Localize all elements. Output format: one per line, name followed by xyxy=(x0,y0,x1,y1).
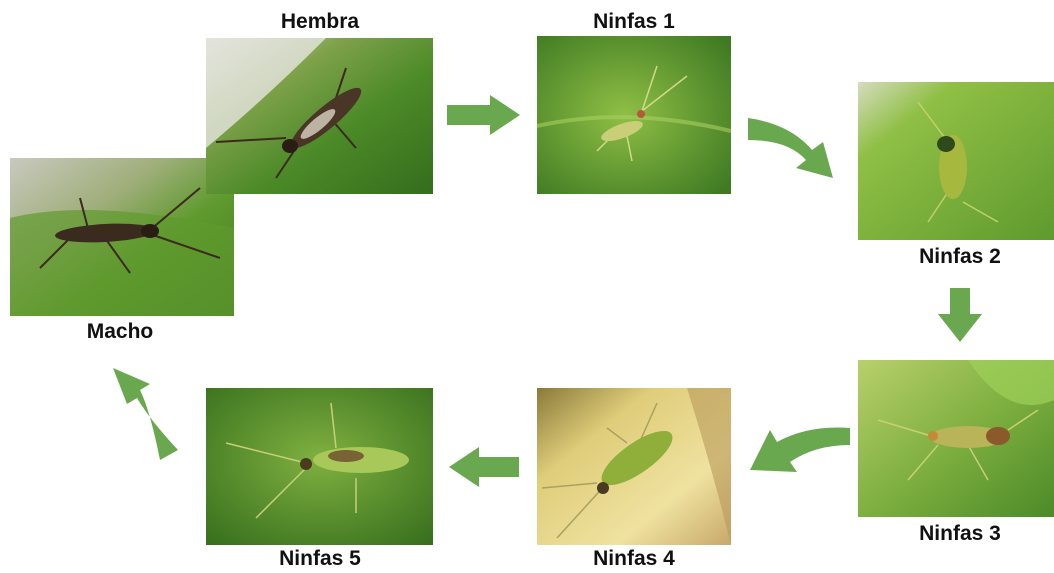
macho-label: Macho xyxy=(20,320,220,344)
arrow-ninfas3-to-ninfas4 xyxy=(750,428,850,472)
arrow-ninfas1-to-ninfas2 xyxy=(748,118,833,178)
hembra-label: Hembra xyxy=(220,10,420,34)
ninfas5-photo xyxy=(206,388,433,545)
ninfas2-photo xyxy=(858,82,1054,240)
ninfas3-label: Ninfas 3 xyxy=(860,522,1054,546)
ninfas1-photo xyxy=(537,36,731,194)
ninfas3-photo xyxy=(858,360,1054,517)
hembra-photo xyxy=(206,38,433,194)
ninfas4-label: Ninfas 4 xyxy=(534,547,734,571)
arrow-hembra-to-ninfas1 xyxy=(447,95,520,135)
ninfas5-label: Ninfas 5 xyxy=(220,547,420,571)
arrow-ninfas4-to-ninfas5 xyxy=(449,447,519,487)
arrow-ninfas5-to-macho xyxy=(113,368,178,460)
ninfas4-photo xyxy=(537,388,731,545)
ninfas1-label: Ninfas 1 xyxy=(534,10,734,34)
ninfas2-label: Ninfas 2 xyxy=(860,245,1054,269)
arrow-ninfas2-to-ninfas3 xyxy=(938,288,982,342)
macho-photo xyxy=(10,158,234,316)
